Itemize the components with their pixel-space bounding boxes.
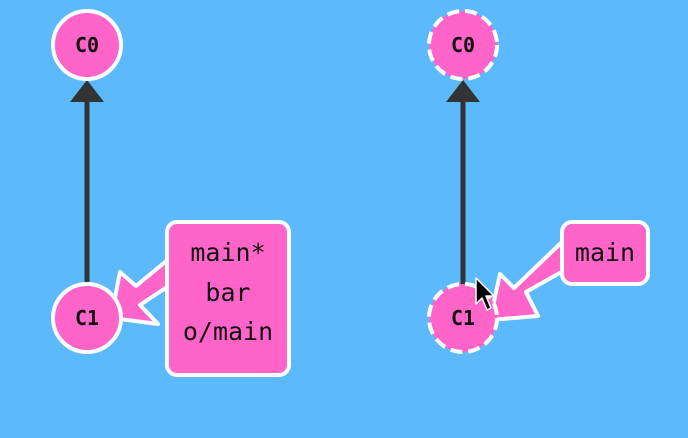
right-commit-c0[interactable]: C0 (427, 9, 499, 81)
right-commit-c0-label: C0 (451, 33, 475, 57)
branch-label-main: main (575, 238, 635, 267)
left-commit-c0-label: C0 (75, 33, 99, 57)
right-commit-c1-label: C1 (451, 306, 475, 330)
right-branch-pointer-arrow (488, 240, 574, 322)
mouse-pointer-icon (475, 277, 495, 311)
left-branch-labels[interactable]: main* bar o/main (165, 220, 291, 377)
right-branch-labels[interactable]: main (560, 220, 650, 286)
right-edge-arrowhead (446, 80, 480, 102)
branch-label-o-main: o/main (183, 317, 273, 346)
left-graph: C0 C1 main* bar o/main (51, 9, 291, 377)
left-commit-c1[interactable]: C1 (51, 282, 123, 354)
left-commit-c1-label: C1 (75, 306, 99, 330)
left-edge-arrowhead (70, 80, 104, 102)
branch-label-bar: bar (205, 278, 250, 307)
branch-label-main-star: main* (190, 238, 265, 267)
right-graph: C0 C1 main (427, 9, 650, 354)
left-commit-c0[interactable]: C0 (51, 9, 123, 81)
